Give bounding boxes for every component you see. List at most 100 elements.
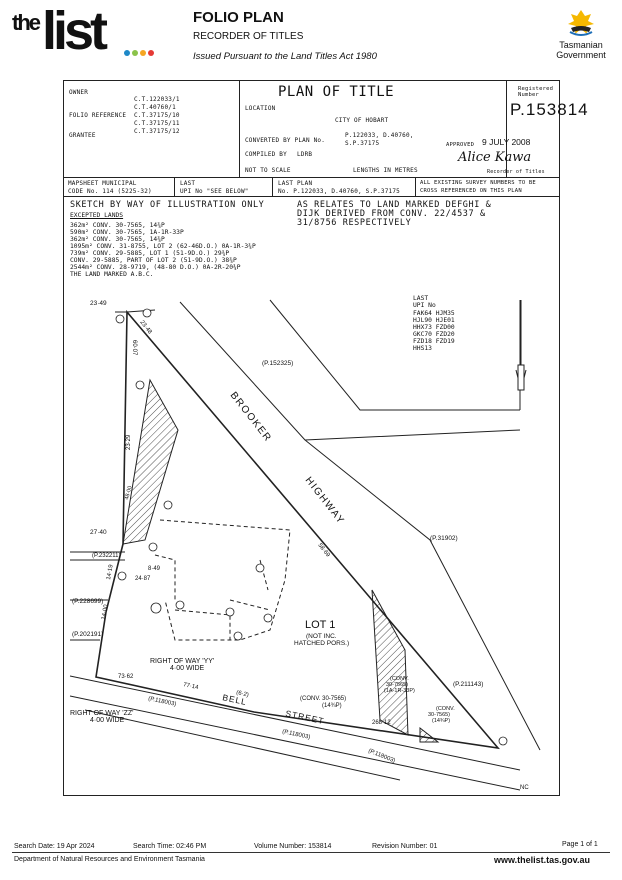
dim-1419: 14·19: [106, 564, 115, 581]
north-compass-label: NC: [520, 785, 529, 791]
compiled-label: COMPILED BY: [245, 151, 287, 158]
logo-dot-red: [148, 50, 154, 56]
reference-row: MAPSHEET MUNICIPAL CODE No. 114 (5225-32…: [63, 178, 560, 197]
dim-62: (6·2): [236, 690, 250, 699]
last-upi-label-2: UPI No "SEE BELOW": [180, 188, 249, 195]
corner-marker-i: [225, 607, 235, 617]
lot-sub-2: HATCHED PORS.): [294, 640, 349, 647]
conv-2c: (1A-1R-33P): [384, 688, 415, 694]
dim-26812: 268·12: [372, 720, 391, 726]
corner-marker-d: [115, 314, 125, 324]
dim-7362: 73·62: [118, 674, 134, 680]
corner-marker-c: [135, 380, 145, 390]
mapsheet-label-2: CODE No. 114 (5225-32): [68, 188, 152, 195]
dim-2329: 23·29: [126, 434, 132, 450]
road-highway: HIGHWAY: [303, 475, 347, 527]
last-upi-4: GKC70 FZD20: [413, 331, 455, 338]
folio-ref-label: FOLIO REFERENCE: [69, 112, 127, 119]
corner-marker-j: [233, 631, 243, 641]
highway-boundary: [179, 301, 541, 751]
search-time: Search Time: 02:46 PM: [133, 843, 207, 850]
folio-ref-5: C.T.37175/12: [134, 128, 180, 135]
website-link[interactable]: www.thelist.tas.gov.au: [494, 855, 591, 865]
page-subtitle: RECORDER OF TITLES: [193, 31, 304, 42]
sketch-line-3: 31/8756 RESPECTIVELY: [297, 218, 412, 228]
excepted-note-2: 590m² CONV. 30-7565, 1A-1R-33P: [70, 229, 184, 236]
registered-label: Registered Number: [518, 86, 554, 98]
dim-7714: 77·14: [183, 682, 200, 691]
row-yy-line: [159, 519, 291, 641]
label-p232211: (P.232211): [92, 553, 120, 559]
label-p118003-a: (P.118003): [148, 696, 177, 708]
lot-label: LOT 1: [305, 619, 335, 631]
last-upi-subtitle: UPI No: [413, 302, 436, 309]
row-zz-2: 4·00 WIDE: [90, 717, 125, 724]
approved-label: APPROVED: [446, 142, 475, 148]
conv-2a: (CONV.: [390, 676, 409, 682]
issued-statement: Issued Pursuant to the Land Titles Act 1…: [193, 51, 377, 62]
last-upi-2: HJL90 HJE01: [413, 317, 455, 324]
bell-street-line-1: [69, 675, 521, 771]
corner-marker-e: [498, 736, 508, 746]
last-plan-label-1: LAST PLAN: [278, 180, 313, 187]
row-yy-1: RIGHT OF WAY 'YY': [150, 658, 214, 665]
corner-marker-l: [255, 563, 265, 573]
conv-2b: 30-7565): [386, 682, 408, 688]
logo-dot-orange: [140, 50, 146, 56]
lot-sub-1: (NOT INC.: [306, 633, 337, 640]
lot-boundary: [95, 309, 500, 750]
excepted-note-1: 362m² CONV. 30-7565, 14¾P: [70, 222, 165, 229]
dim-5869: 58·69: [316, 543, 331, 559]
dim-6007: 60·07: [131, 340, 137, 356]
row-zz-1: RIGHT OF WAY 'ZZ': [70, 710, 133, 717]
corner-marker-a: [117, 571, 127, 581]
all-existing-1: ALL EXISTING SURVEY NUMBERS TO BE: [420, 180, 536, 186]
logo-the: the: [12, 10, 41, 35]
hatched-corner: [419, 726, 440, 743]
plan-of-title-heading: PLAN OF TITLE: [278, 84, 395, 100]
last-plan-label-2: No. P.122033, D.40760, S.P.37175: [278, 188, 400, 195]
label-p31902: (P.31902): [430, 535, 458, 542]
bell-street-line-2: [69, 695, 521, 791]
converted-value-1: P.122033, D.40760,: [345, 132, 414, 139]
mapsheet-label-1: MAPSHEET MUNICIPAL: [68, 180, 137, 187]
last-upi-3: HHX73 FZD00: [413, 324, 455, 331]
excepted-note-8: THE LAND MARKED A.B.C.: [70, 271, 154, 278]
label-p118003-b: (P.118003): [282, 729, 311, 741]
label-p202191: (P.202191): [72, 631, 103, 638]
folio-ref-2: C.T.40760/1: [134, 104, 176, 111]
recorder-label: Recorder of Titles: [487, 169, 545, 175]
last-upi-1: FAK64 HJM35: [413, 310, 455, 317]
corner-marker-g: [142, 308, 152, 318]
plan-drawing: BROOKER HIGHWAY BELL STREET LOT 1 (NOT I…: [69, 299, 541, 791]
neighbour-lines: [269, 299, 521, 411]
conv-1b: (14¾P): [322, 703, 342, 709]
excepted-note-3: 362m² CONV. 30-7565, 14¾P: [70, 236, 165, 243]
dim-2740: 27·40: [90, 529, 107, 536]
thelist-logo[interactable]: the list: [12, 1, 162, 61]
lengths-in-metres: LENGTHS IN METRES: [353, 167, 418, 174]
location-label: LOCATION: [245, 105, 276, 112]
excepted-note-4: 1095m² CONV. 31-8755, LOT 2 (62-46D.O.) …: [70, 243, 256, 250]
recorder-signature: Alice Kawa: [458, 150, 532, 165]
logo-dot-blue: [124, 50, 130, 56]
road-street: STREET: [285, 708, 326, 726]
logo-dot-green: [132, 50, 138, 56]
page-count: Page 1 of 1: [562, 841, 598, 848]
excepted-lands-heading: EXCEPTED LANDS: [70, 212, 124, 219]
excepted-note-7: 2544m² CONV. 28-9719, (48-80 D.O.) 0A-2R…: [70, 264, 241, 271]
folio-ref-3: C.T.37175/10: [134, 112, 180, 119]
converted-label: CONVERTED BY PLAN No.: [245, 137, 326, 144]
last-upi-5: FZD18 FZD19: [413, 338, 455, 345]
all-existing-2: CROSS REFERENCED ON THIS PLAN: [420, 188, 522, 194]
gov-line-1: Tasmanian: [559, 40, 603, 50]
hatched-strip-east: [371, 589, 409, 736]
converted-value-2: S.P.37175: [345, 140, 380, 147]
excepted-note-5: 739m² CONV. 29-5885, LOT 1 (51-9D.O.) 29…: [70, 250, 230, 257]
logo-list: list: [42, 1, 108, 61]
search-date: Search Date: 19 Apr 2024: [14, 843, 95, 850]
dim-1400: 14·00: [101, 604, 110, 621]
row-yy-2: 4·00 WIDE: [170, 665, 205, 672]
label-p118003-c: (P.118003): [367, 748, 396, 764]
dim-849: 8·49: [148, 566, 161, 572]
